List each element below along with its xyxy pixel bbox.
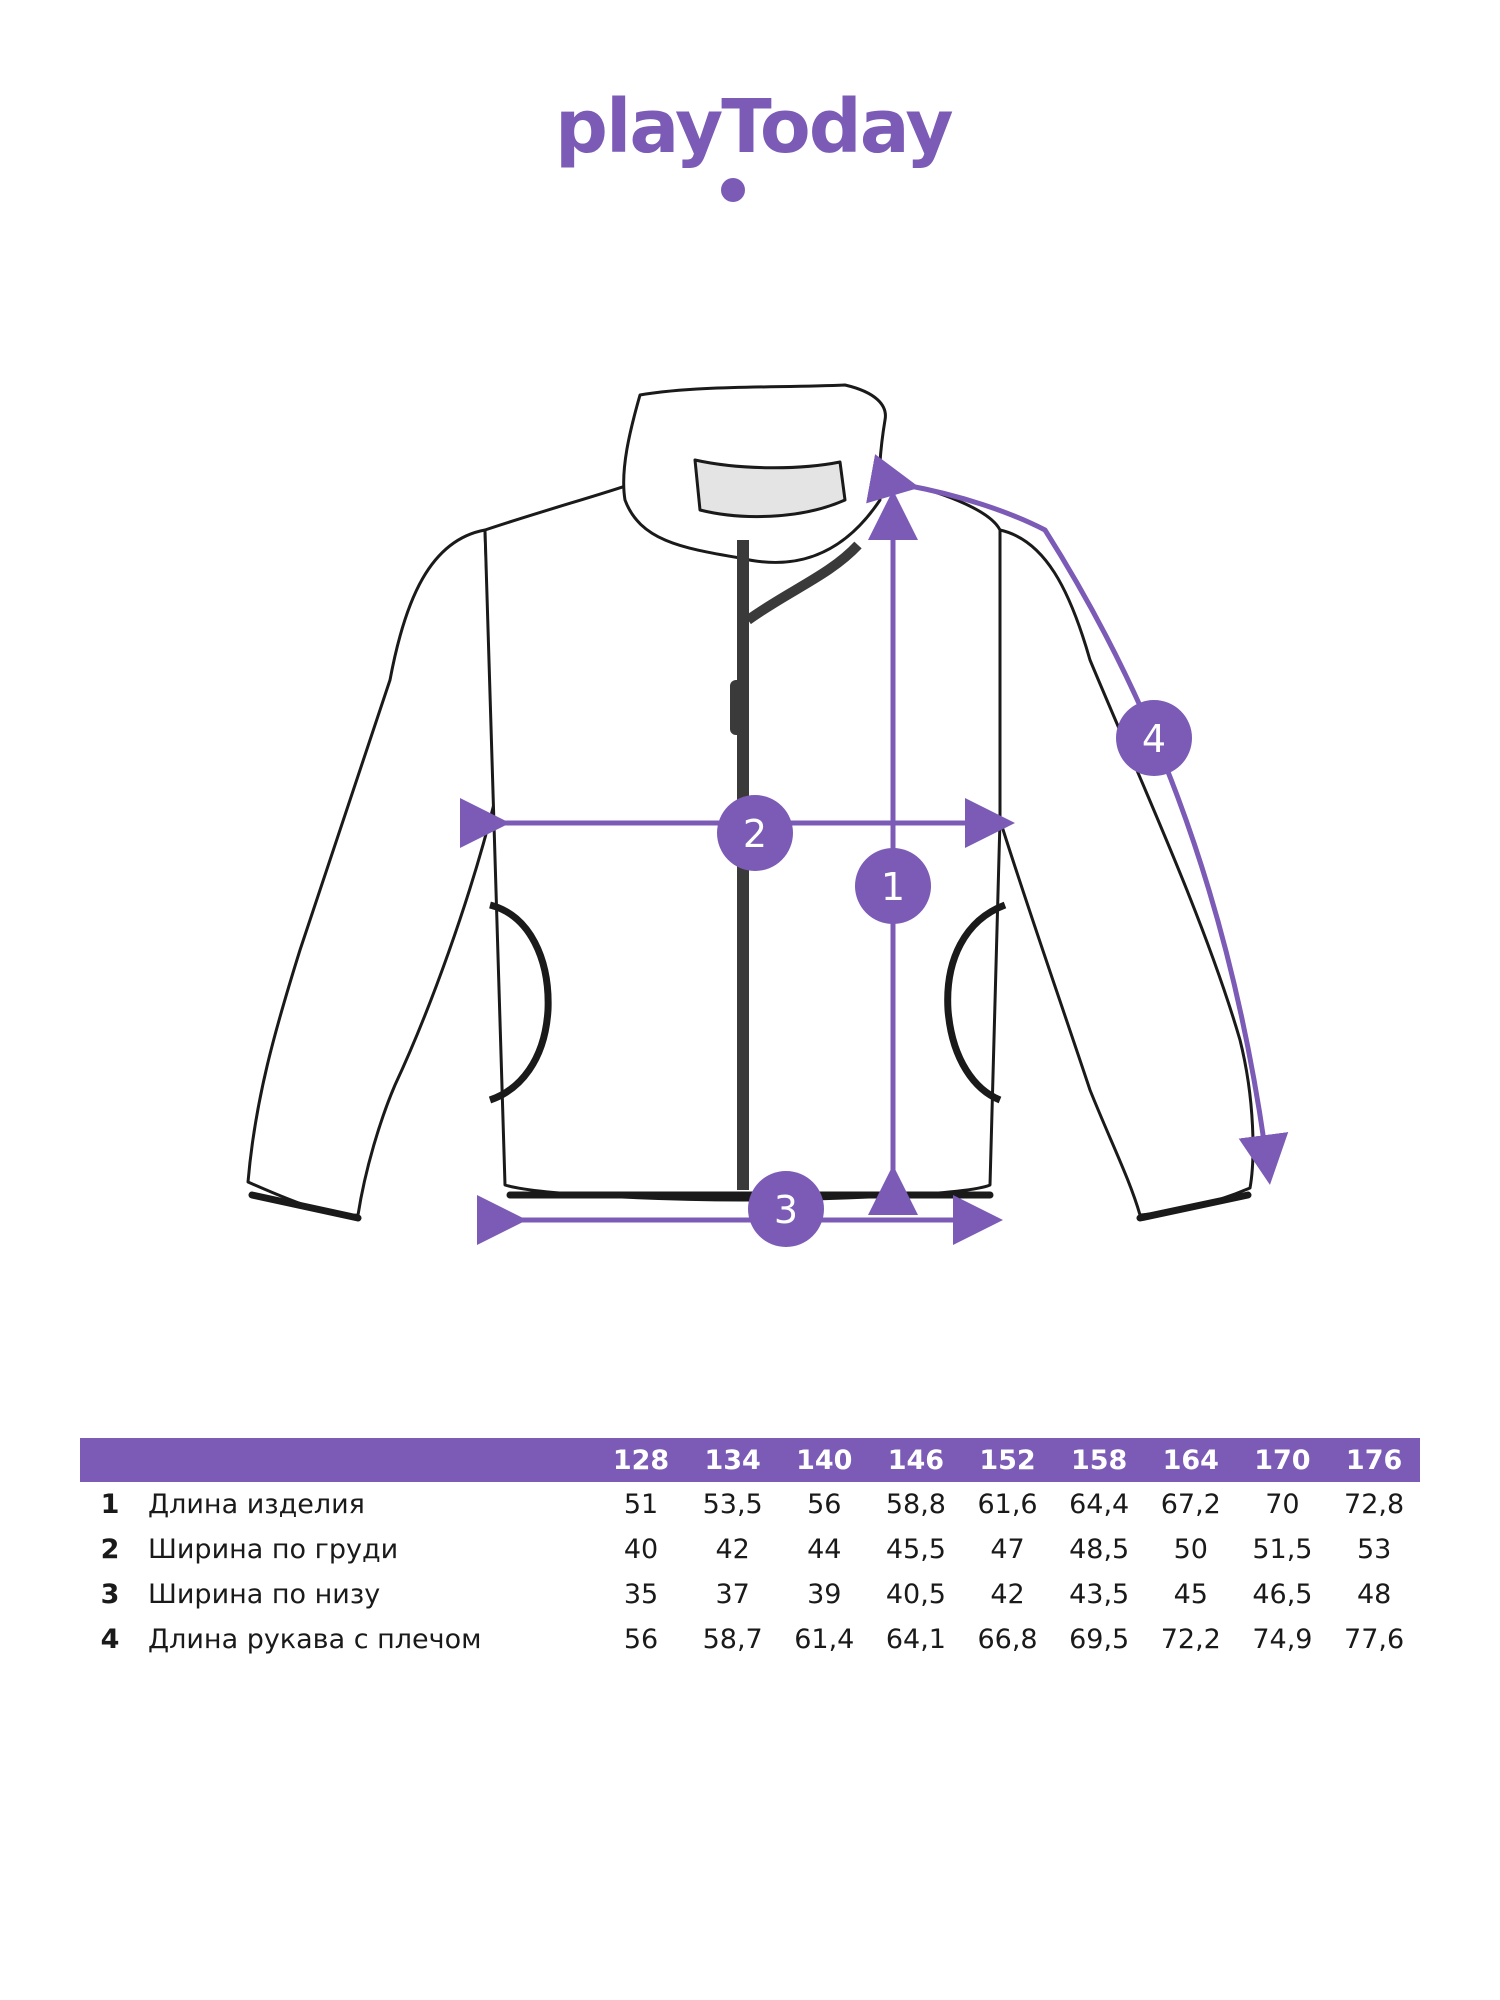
jacket-measurement-diagram: 1 2 3 4 bbox=[246, 383, 1289, 1247]
size-header: 158 bbox=[1070, 1444, 1128, 1476]
marker-3: 3 bbox=[748, 1171, 824, 1247]
table-cell: 51,5 bbox=[1252, 1534, 1313, 1565]
table-cell: 35 bbox=[623, 1579, 659, 1610]
size-header: 176 bbox=[1345, 1444, 1403, 1476]
table-cell: 45,5 bbox=[885, 1534, 946, 1565]
brand-logo: playToday bbox=[555, 90, 954, 202]
row-number: 1 bbox=[100, 1489, 120, 1520]
table-cell: 56 bbox=[623, 1624, 659, 1655]
table-cell: 77,6 bbox=[1344, 1624, 1405, 1655]
table-cell: 48 bbox=[1356, 1579, 1392, 1610]
row-number: 4 bbox=[100, 1624, 120, 1655]
table-cell: 37 bbox=[715, 1579, 750, 1610]
row-label: Длина изделия bbox=[148, 1489, 365, 1520]
marker-3-label: 3 bbox=[774, 1188, 798, 1232]
table-cell: 44 bbox=[807, 1534, 842, 1565]
row-number: 2 bbox=[100, 1534, 120, 1565]
table-row: 4 Длина рукава с плечом 56 58,7 61,4 64,… bbox=[80, 1617, 1420, 1662]
table-row: 3 Ширина по низу 35 37 39 40,5 42 43,5 4… bbox=[80, 1572, 1420, 1617]
logo-dot bbox=[721, 178, 745, 202]
table-cell: 40,5 bbox=[885, 1579, 946, 1610]
table-cell: 40 bbox=[623, 1534, 659, 1565]
table-cell: 58,8 bbox=[885, 1489, 946, 1520]
size-chart-table: 128 134 140 146 152 158 164 170 176 1 Дл… bbox=[80, 1438, 1420, 1662]
header-blank bbox=[140, 1438, 595, 1482]
table-cell: 66,8 bbox=[977, 1624, 1038, 1655]
table-cell: 43,5 bbox=[1069, 1579, 1130, 1610]
size-header: 140 bbox=[796, 1444, 853, 1476]
table-cell: 51 bbox=[623, 1489, 659, 1520]
size-header: 146 bbox=[887, 1444, 945, 1476]
table-cell: 53,5 bbox=[702, 1489, 763, 1520]
table-cell: 42 bbox=[715, 1534, 750, 1565]
table-cell: 67,2 bbox=[1160, 1489, 1221, 1520]
table-cell: 72,8 bbox=[1344, 1489, 1405, 1520]
marker-1: 1 bbox=[855, 848, 931, 924]
table-cell: 64,1 bbox=[885, 1624, 946, 1655]
table-cell: 58,7 bbox=[702, 1624, 763, 1655]
table-cell: 72,2 bbox=[1160, 1624, 1221, 1655]
table-cell: 74,9 bbox=[1252, 1624, 1313, 1655]
size-header: 164 bbox=[1162, 1444, 1219, 1476]
table-cell: 50 bbox=[1173, 1534, 1208, 1565]
table-cell: 46,5 bbox=[1252, 1579, 1313, 1610]
table-cell: 61,6 bbox=[977, 1489, 1038, 1520]
size-header-row: 128 134 140 146 152 158 164 170 176 bbox=[80, 1438, 1420, 1482]
table-cell: 42 bbox=[990, 1579, 1025, 1610]
table-cell: 39 bbox=[807, 1579, 842, 1610]
marker-2-label: 2 bbox=[743, 812, 767, 856]
table-cell: 70 bbox=[1265, 1489, 1300, 1520]
marker-4: 4 bbox=[1116, 700, 1192, 776]
table-cell: 56 bbox=[807, 1489, 842, 1520]
row-label: Ширина по груди bbox=[148, 1534, 399, 1565]
row-number: 3 bbox=[100, 1579, 120, 1610]
table-row: 1 Длина изделия 51 53,5 56 58,8 61,6 64,… bbox=[80, 1482, 1420, 1527]
size-header: 152 bbox=[979, 1444, 1036, 1476]
table-cell: 64,4 bbox=[1069, 1489, 1130, 1520]
row-label: Длина рукава с плечом bbox=[148, 1624, 482, 1655]
marker-1-label: 1 bbox=[881, 865, 905, 909]
table-cell: 47 bbox=[990, 1534, 1025, 1565]
table-cell: 69,5 bbox=[1069, 1624, 1130, 1655]
size-header: 134 bbox=[704, 1444, 761, 1476]
table-row: 2 Ширина по груди 40 42 44 45,5 47 48,5 … bbox=[80, 1527, 1420, 1572]
header-blank bbox=[80, 1438, 140, 1482]
table-cell: 45 bbox=[1173, 1579, 1208, 1610]
row-label: Ширина по низу bbox=[148, 1579, 381, 1610]
table-cell: 48,5 bbox=[1069, 1534, 1130, 1565]
table-cell: 61,4 bbox=[794, 1624, 855, 1655]
marker-2: 2 bbox=[717, 795, 793, 871]
table-cell: 53 bbox=[1356, 1534, 1392, 1565]
size-header: 170 bbox=[1254, 1444, 1311, 1476]
brand-logo-text: playToday bbox=[555, 90, 952, 170]
size-header: 128 bbox=[612, 1444, 670, 1476]
marker-4-label: 4 bbox=[1142, 717, 1166, 761]
